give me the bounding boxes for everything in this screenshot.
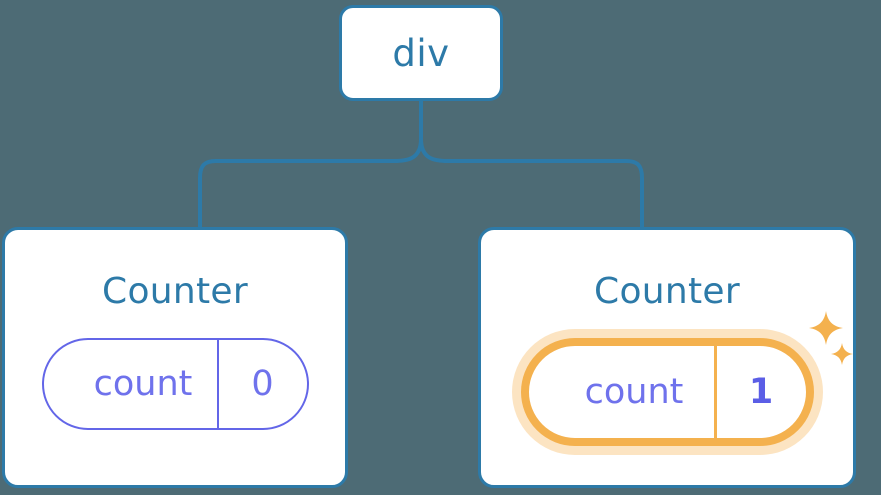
counter-left-title: Counter <box>102 271 248 312</box>
counter-right-state-badge[interactable]: count 1 <box>520 338 814 446</box>
counter-left-state-key: count <box>93 363 193 404</box>
counter-right-title: Counter <box>594 271 740 312</box>
counter-left-state-wrap: count 0 <box>41 338 309 430</box>
counter-right-state-wrap: count 1 <box>520 311 853 446</box>
counter-right-state-value: 1 <box>748 371 774 412</box>
sparkle-small-icon <box>830 343 853 365</box>
counter-right-state-key: count <box>584 371 684 412</box>
connector-branch-right <box>419 137 644 229</box>
tree-node-div-label: div <box>392 31 450 75</box>
tree-node-counter-right[interactable]: Counter count 1 <box>478 227 856 488</box>
counter-left-state-badge[interactable]: count 0 <box>41 338 309 430</box>
counter-right-state-value-cell: 1 <box>713 346 806 438</box>
tree-node-counter-left[interactable]: Counter count 0 <box>2 227 348 488</box>
counter-left-state-key-cell: count <box>44 340 217 428</box>
counter-right-state-key-cell: count <box>529 346 714 438</box>
counter-left-state-value-cell: 0 <box>216 340 307 428</box>
sparkle-large-icon <box>808 311 843 345</box>
connector-branch-left <box>198 137 423 229</box>
counter-left-state-value: 0 <box>251 363 274 404</box>
sparkle-group <box>806 310 866 380</box>
tree-node-div[interactable]: div <box>339 5 503 101</box>
